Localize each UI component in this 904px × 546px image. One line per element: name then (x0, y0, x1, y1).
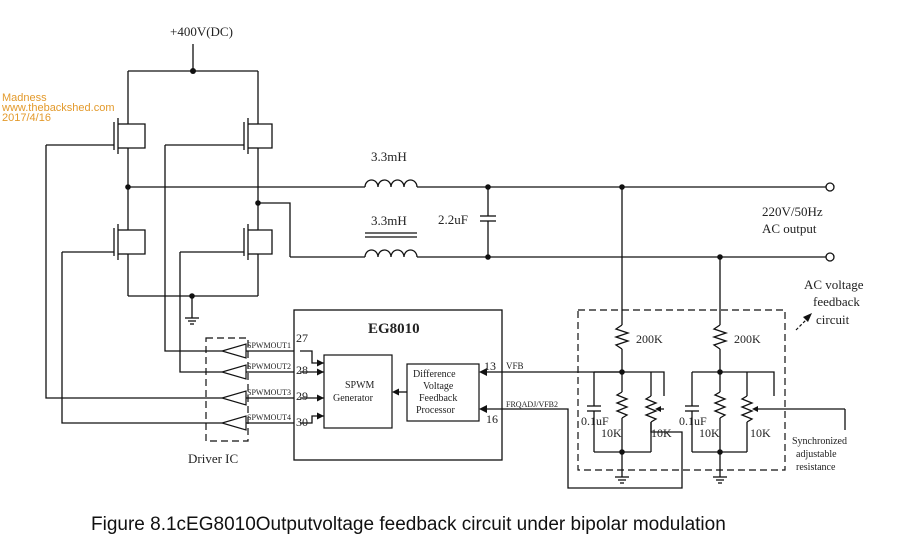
pin-28-number: 28 (296, 363, 308, 377)
driver-ic-label: Driver IC (188, 451, 238, 466)
spwm-generator-block (323, 354, 393, 429)
feedback-label-line3: circuit (816, 312, 850, 327)
feedback-branch-1 (587, 187, 665, 484)
figure-caption: Figure 8.1cEG8010Outputvoltage feedback … (91, 514, 726, 535)
resistor-label-1: 200K (636, 332, 663, 346)
watermark-line3: 2017/4/16 (2, 112, 51, 124)
sync-label-line2: adjustable (796, 449, 837, 460)
pin-30-number: 30 (296, 415, 308, 429)
mosfet-q4 (180, 218, 273, 296)
pot-label-4: 10K (750, 426, 771, 440)
inductor-label-top: 3.3mH (371, 149, 407, 164)
diff-block-line4: Processor (416, 405, 456, 416)
output-line-bottom (290, 232, 835, 262)
watermark-line2: www.thebackshed.com (1, 102, 115, 114)
driver-ic-box (205, 337, 249, 442)
feedback-label-line2: feedback (813, 294, 860, 309)
pot-label-3: 10K (699, 426, 720, 440)
supply-label: +400V(DC) (170, 24, 233, 39)
spwm-block-line2: Generator (333, 393, 374, 404)
mosfet-q1 (46, 112, 146, 160)
pin-27-number: 27 (296, 331, 308, 345)
sync-label-line1: Synchronized (792, 436, 847, 447)
inductor-label-bottom: 3.3mH (371, 213, 407, 228)
spwm-block-line1: SPWM (345, 380, 375, 391)
pin-13-number: 13 (484, 359, 496, 373)
cap-small-label-1: 0.1uF (581, 414, 609, 428)
feedback-branch-2 (685, 257, 775, 484)
resistor-label-2: 200K (734, 332, 761, 346)
pin-spwmout1: SPWMOUT1 (247, 341, 291, 350)
feedback-wires (502, 371, 846, 489)
pot-label-1: 10K (601, 426, 622, 440)
ic-name: EG8010 (368, 321, 420, 337)
feedback-pointer (795, 313, 812, 331)
feedback-label-line1: AC voltage (804, 277, 864, 292)
feedback-circuit-box (577, 309, 786, 471)
diff-block-line3: Feedback (419, 393, 457, 404)
watermark-line1: Madness (2, 92, 47, 104)
output-capacitor (480, 187, 496, 257)
output-line-top (128, 179, 835, 192)
capacitor-label: 2.2uF (438, 212, 468, 227)
pin-vfb-label: VFB (506, 361, 524, 371)
diff-block-line2: Voltage (423, 381, 454, 392)
pin-29-number: 29 (296, 389, 308, 403)
pin-16-number: 16 (486, 412, 498, 426)
sync-label-line3: resistance (796, 462, 836, 473)
pin-spwmout3: SPWMOUT3 (247, 388, 291, 397)
pin-frqadj-label: FRQADJ/VFB2 (506, 400, 558, 409)
cap-small-label-2: 0.1uF (679, 414, 707, 428)
supply-rail (127, 44, 259, 112)
gate-wires (45, 145, 222, 424)
pin-spwmout4: SPWMOUT4 (247, 413, 291, 422)
ic-body (293, 309, 503, 461)
diff-block-line1: Difference (413, 369, 456, 380)
output-label-line1: 220V/50Hz (762, 204, 823, 219)
bridge-wiring (125, 160, 291, 325)
pot-label-2: 10K (651, 426, 672, 440)
mosfet-q3 (62, 218, 146, 296)
pin-spwmout2: SPWMOUT2 (247, 362, 291, 371)
driver-buffers (219, 343, 294, 431)
ic-internal-arrows (300, 350, 502, 424)
output-label-line2: AC output (762, 221, 817, 236)
mosfet-q2 (165, 112, 273, 160)
